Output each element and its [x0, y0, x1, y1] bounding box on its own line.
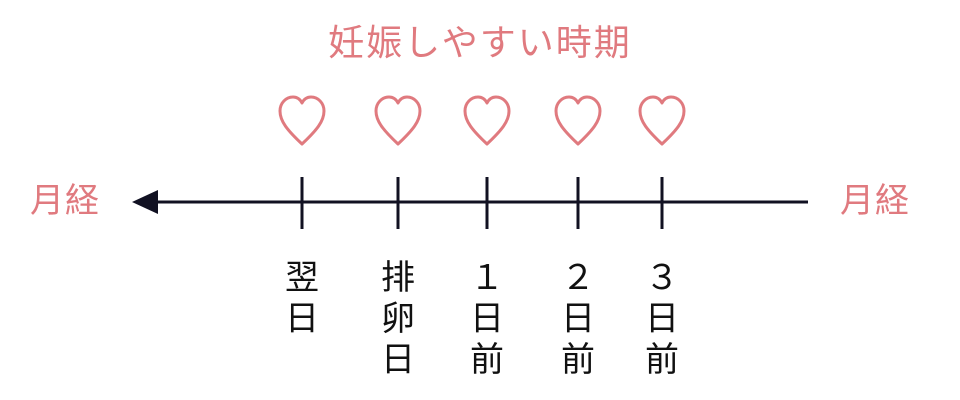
right-menstruation-label: 月経	[840, 181, 910, 221]
tick-label-char: 前	[645, 340, 679, 380]
tick-label-char: 日	[645, 299, 679, 339]
left-menstruation-label: 月経	[30, 181, 100, 221]
tick-label-char: 日	[561, 299, 595, 339]
tick-label-char: １	[470, 258, 504, 298]
tick-label-char: 翌	[285, 258, 319, 298]
tick-label-char: ２	[561, 258, 595, 298]
tick-marks	[300, 177, 664, 229]
heart-outline-icon	[373, 94, 423, 150]
tick-label: 排卵日	[368, 258, 428, 381]
tick-label-char: ３	[645, 258, 679, 298]
heart-outline-icon	[462, 94, 512, 150]
heart-outline-icon	[277, 94, 327, 150]
tick-label: 翌日	[272, 258, 332, 340]
diagram-title: 妊娠しやすい時期	[328, 23, 632, 64]
tick-label-char: 日	[381, 340, 415, 380]
tick-label-char: 前	[470, 340, 504, 380]
tick-label-char: 卵	[381, 299, 415, 339]
tick-label-char: 日	[285, 299, 319, 339]
tick-label-char: 排	[381, 258, 415, 298]
timeline-arrowhead	[132, 190, 158, 214]
heart-outline-icon	[553, 94, 603, 150]
tick-label-char: 前	[561, 340, 595, 380]
tick-label-char: 日	[470, 299, 504, 339]
heart-outline-icon	[637, 94, 687, 150]
